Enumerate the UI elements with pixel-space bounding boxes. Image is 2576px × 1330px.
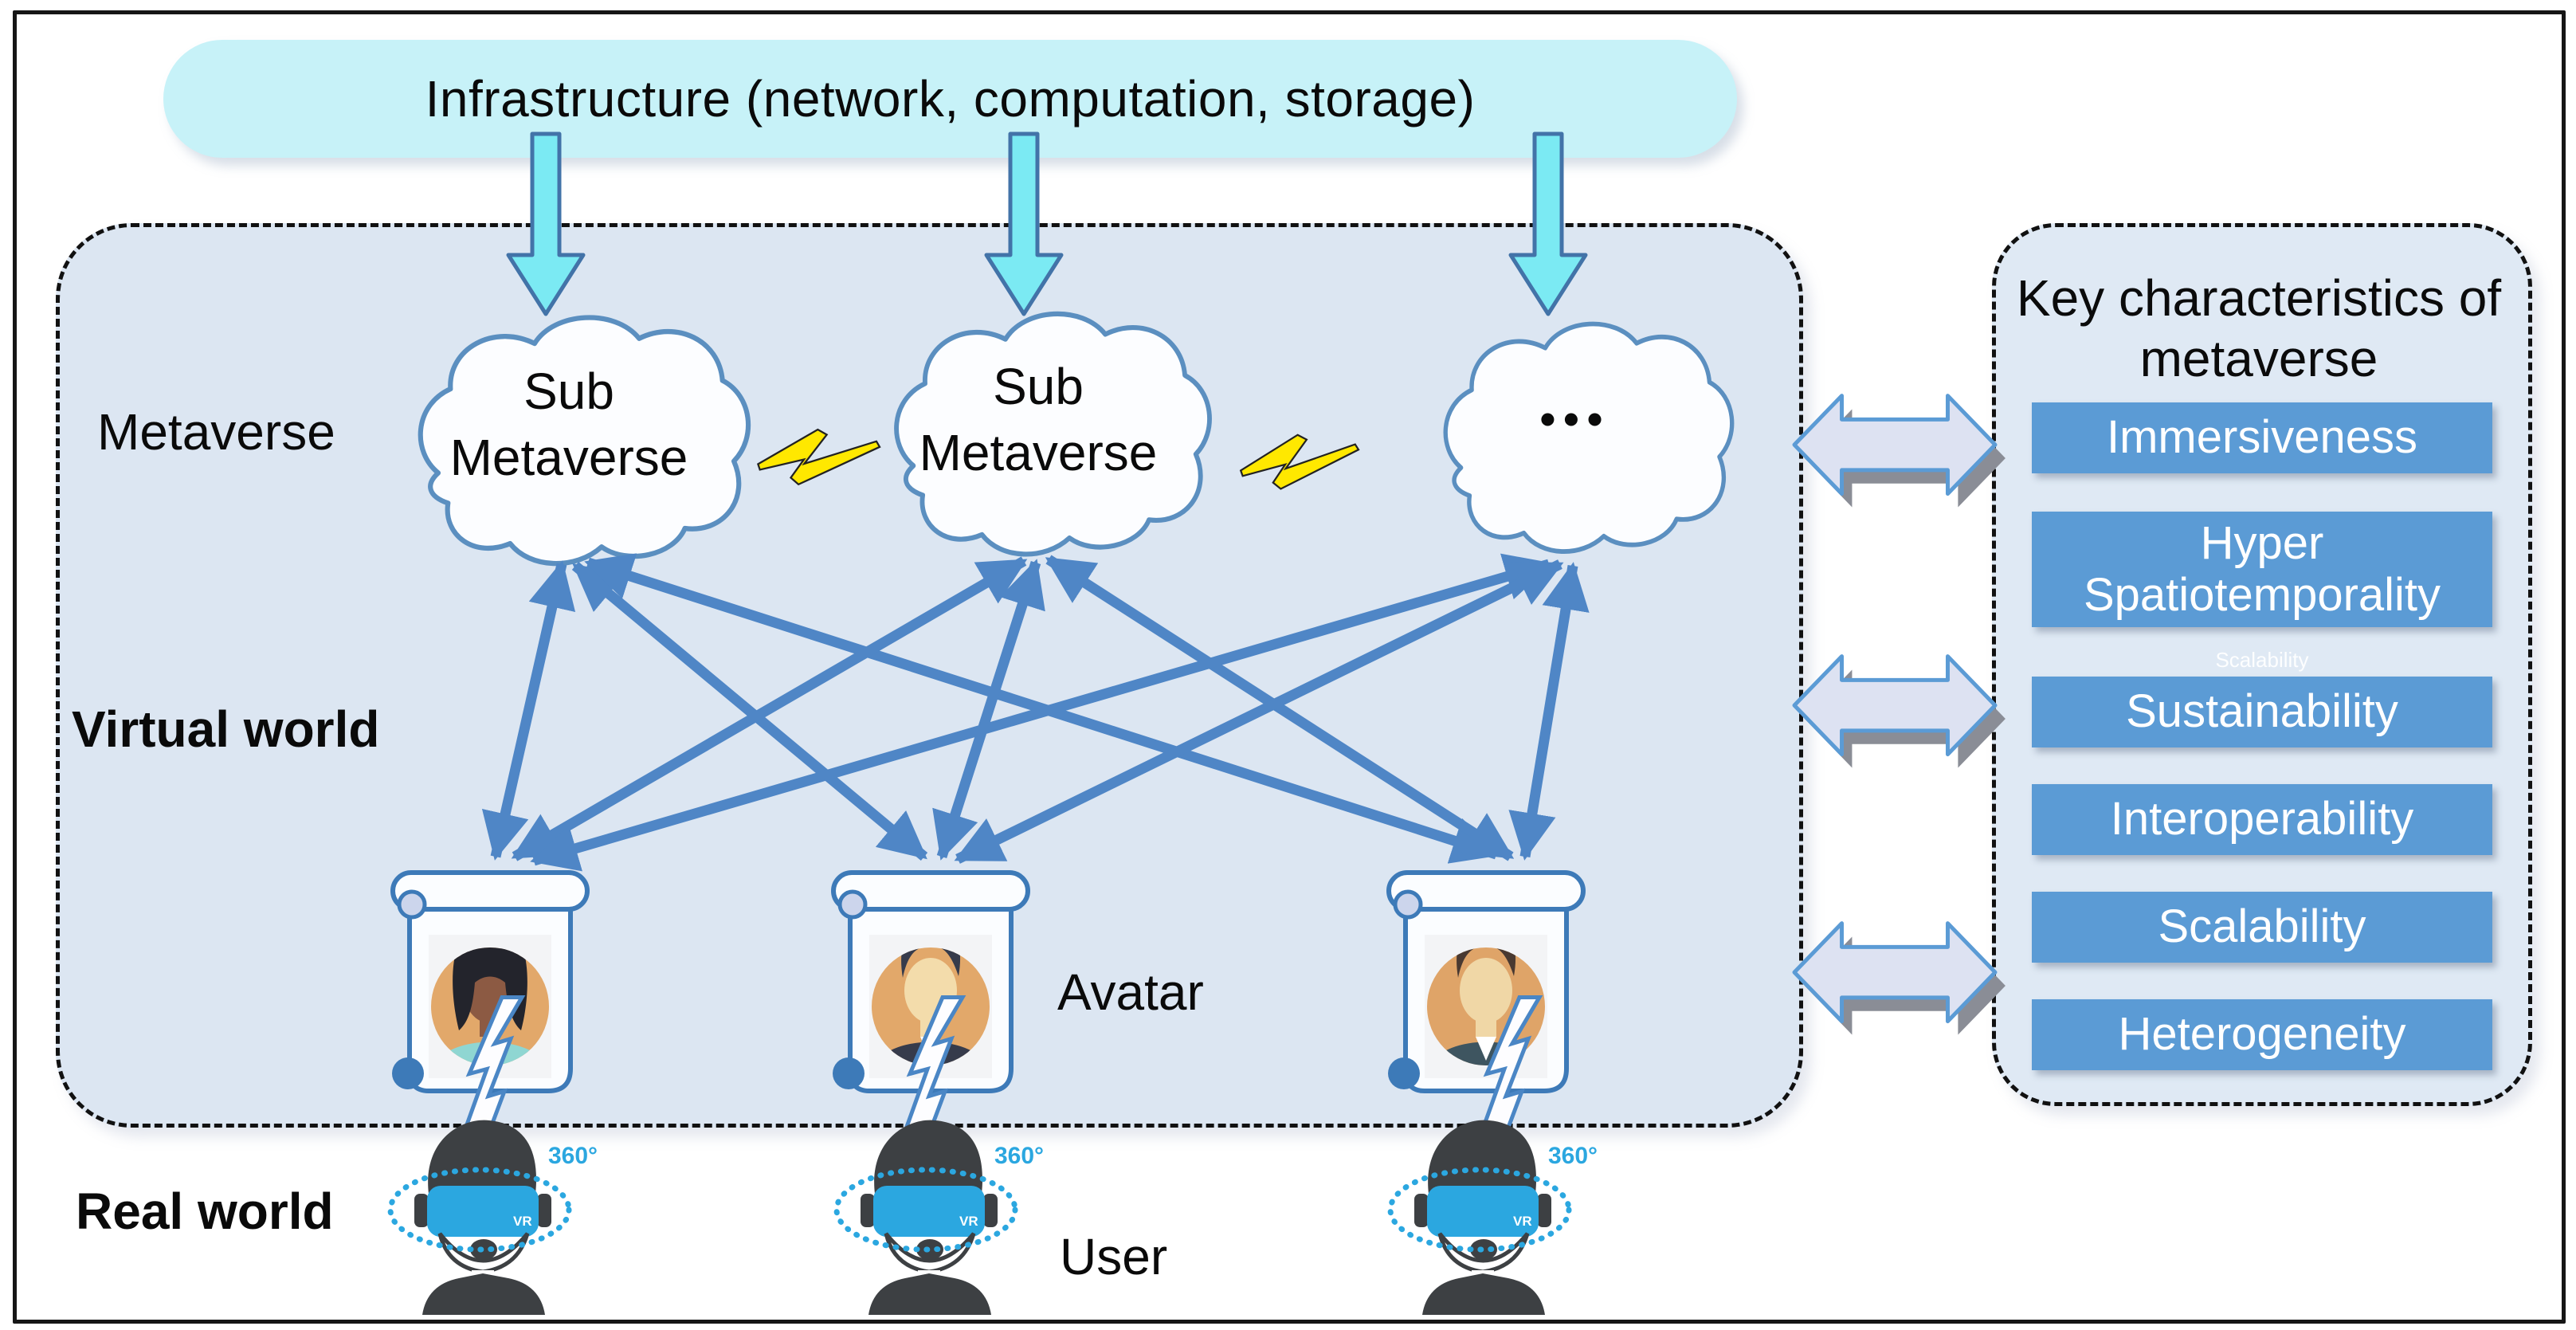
vr-user-icon: VR 360° bbox=[833, 1120, 1044, 1315]
vr-headset-label: VR bbox=[513, 1214, 532, 1229]
characteristic-bar-hyper-spatiotemporality: Hyper Spatiotemporality bbox=[2032, 512, 2492, 627]
rotation-degrees-label: 360° bbox=[1548, 1143, 1598, 1169]
lightning-link-icon bbox=[1239, 434, 1360, 490]
rotation-ellipse-icon bbox=[833, 1167, 1018, 1253]
characteristic-bar-scalability: Scalability bbox=[2032, 892, 2492, 963]
vr-user-icon: VR 360° bbox=[387, 1120, 598, 1315]
real-world-label: Real world bbox=[76, 1183, 334, 1240]
user-label: User bbox=[1060, 1228, 1168, 1285]
characteristic-bar-heterogeneity: Heterogeneity bbox=[2032, 999, 2492, 1070]
characteristic-bar-immersiveness: Immersiveness bbox=[2032, 402, 2492, 473]
infrastructure-arrow-icon bbox=[1508, 131, 1588, 316]
avatar-scroll bbox=[831, 870, 1030, 1093]
rotation-ellipse-icon bbox=[387, 1167, 572, 1253]
characteristic-bar-interoperability: Interoperability bbox=[2032, 784, 2492, 855]
vr-user-icon: VR 360° bbox=[1387, 1120, 1598, 1315]
outer-frame bbox=[13, 10, 2566, 1324]
rotation-degrees-label: 360° bbox=[994, 1143, 1044, 1169]
infrastructure-pill: Infrastructure (network, computation, st… bbox=[163, 40, 1737, 158]
double-arrow-icon bbox=[1792, 394, 2006, 508]
avatar-label: Avatar bbox=[1057, 963, 1204, 1021]
rotation-ellipse-icon bbox=[1387, 1167, 1572, 1253]
metaverse-label: Metaverse bbox=[97, 403, 335, 461]
vr-headset-label: VR bbox=[959, 1214, 978, 1229]
double-arrow-icon bbox=[1792, 654, 2006, 768]
ghost-scalability-label: Scalability bbox=[2215, 648, 2309, 672]
key-characteristics-title: Key characteristics of metaverse bbox=[2016, 269, 2502, 387]
lightning-link-icon bbox=[757, 428, 881, 486]
infrastructure-label: Infrastructure (network, computation, st… bbox=[425, 70, 1476, 128]
double-arrow-icon bbox=[1792, 921, 2006, 1035]
infrastructure-arrow-icon bbox=[984, 131, 1064, 316]
vr-headset-label: VR bbox=[1513, 1214, 1532, 1229]
characteristic-bar-sustainability: Sustainability bbox=[2032, 677, 2492, 747]
rotation-degrees-label: 360° bbox=[548, 1143, 598, 1169]
key-characteristics-box: Key characteristics of metaverse Immersi… bbox=[1992, 223, 2532, 1106]
infrastructure-arrow-icon bbox=[506, 131, 586, 316]
virtual-world-label: Virtual world bbox=[72, 700, 380, 758]
